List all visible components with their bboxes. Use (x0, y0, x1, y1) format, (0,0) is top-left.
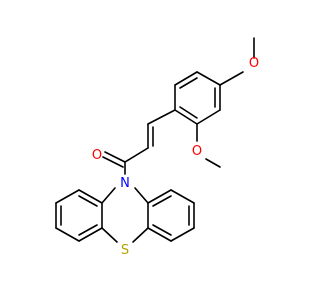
bond (205, 158, 221, 168)
bond (174, 71, 198, 86)
atom-label-oxygen-methoxy-ortho: O (192, 144, 202, 159)
atom-labels: O O O N S (92, 56, 259, 258)
bond (147, 227, 172, 242)
bond (147, 189, 172, 204)
bond (55, 189, 80, 204)
bond (101, 187, 116, 204)
bond (152, 224, 172, 236)
bond (196, 71, 221, 86)
bond (55, 227, 80, 242)
bond (147, 109, 176, 125)
bond (104, 151, 126, 163)
bond (134, 187, 149, 204)
bond (179, 77, 198, 89)
bond (179, 106, 198, 119)
atom-label-oxygen-carbonyl: O (92, 148, 102, 163)
bond (132, 227, 149, 243)
bond (219, 71, 244, 86)
bond (101, 227, 118, 243)
atom-label-nitrogen: N (120, 176, 130, 191)
atom-label-sulfur: S (121, 243, 129, 258)
bond (124, 147, 149, 163)
bond (170, 227, 195, 242)
bond (152, 195, 172, 207)
bond (102, 156, 124, 168)
bonds (55, 37, 255, 243)
bond (196, 109, 221, 125)
atom-label-oxygen-methoxy-para: O (249, 56, 259, 71)
structure-svg: O O O N S (55, 37, 259, 258)
bond (78, 227, 103, 242)
bond (170, 189, 195, 204)
bond (78, 195, 98, 207)
bond (78, 189, 103, 204)
bond (174, 109, 198, 125)
molecule-diagram: O O O N S (55, 37, 259, 258)
bond (78, 224, 98, 236)
